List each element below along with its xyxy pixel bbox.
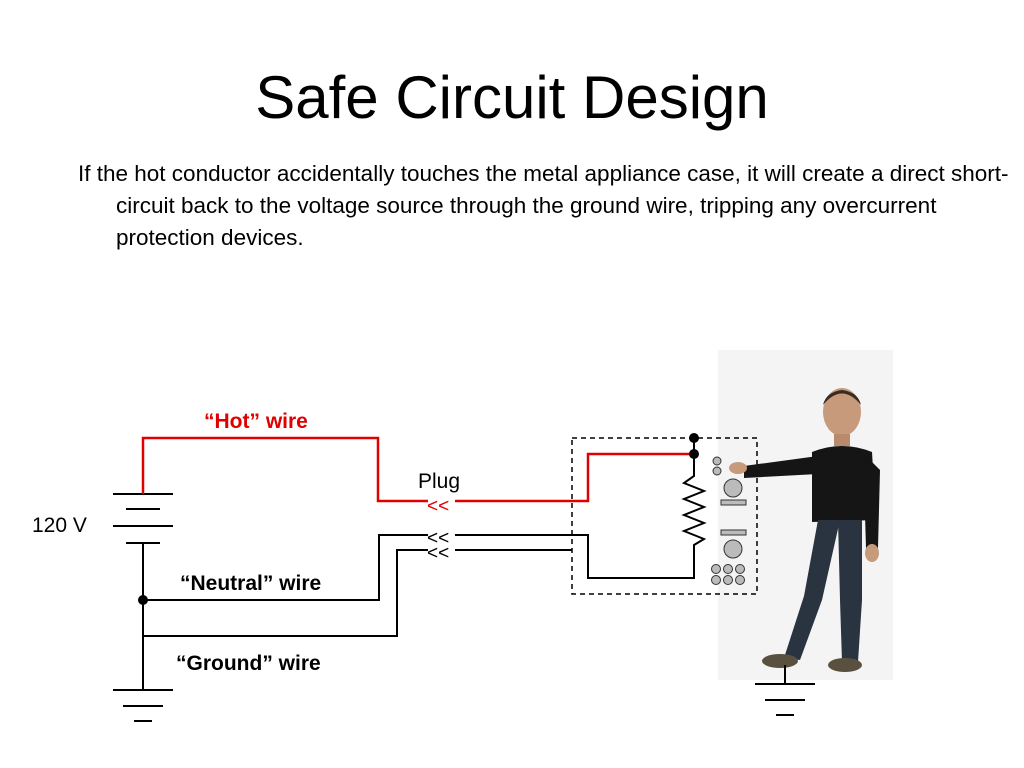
- load-resistor: [681, 454, 707, 549]
- hot-wire-label: “Hot” wire: [204, 410, 308, 433]
- hot-wire: [141, 436, 428, 503]
- battery-symbol: [113, 493, 173, 544]
- earth-ground-symbol-source: [113, 689, 173, 722]
- case-fault-junction: [689, 433, 699, 443]
- slide-title: Safe Circuit Design: [255, 64, 769, 131]
- plug-ground-contact: <<: [427, 543, 449, 564]
- plug-neutral-contact: <<: [427, 528, 449, 549]
- slide-body-text: If the hot conductor accidentally touche…: [78, 161, 1009, 250]
- neutral-wire-label: “Neutral” wire: [180, 572, 321, 595]
- ground-wire-branch: [143, 549, 428, 637]
- neutral-ground-junction: [138, 595, 148, 605]
- plug-hot-contact: <<: [427, 496, 449, 517]
- ground-wire-label: “Ground” wire: [176, 652, 321, 675]
- neutral-wire: [142, 534, 428, 601]
- appliance-hot-wire: [455, 452, 694, 503]
- appliance-controls: [711, 456, 747, 585]
- person-figure: [729, 388, 880, 672]
- appliance-neutral-wire: [455, 534, 695, 579]
- source-voltage-label: 120 V: [32, 514, 87, 537]
- appliance-case: [571, 437, 758, 595]
- earth-ground-symbol-person: [755, 665, 815, 716]
- plug-label: Plug: [418, 470, 460, 493]
